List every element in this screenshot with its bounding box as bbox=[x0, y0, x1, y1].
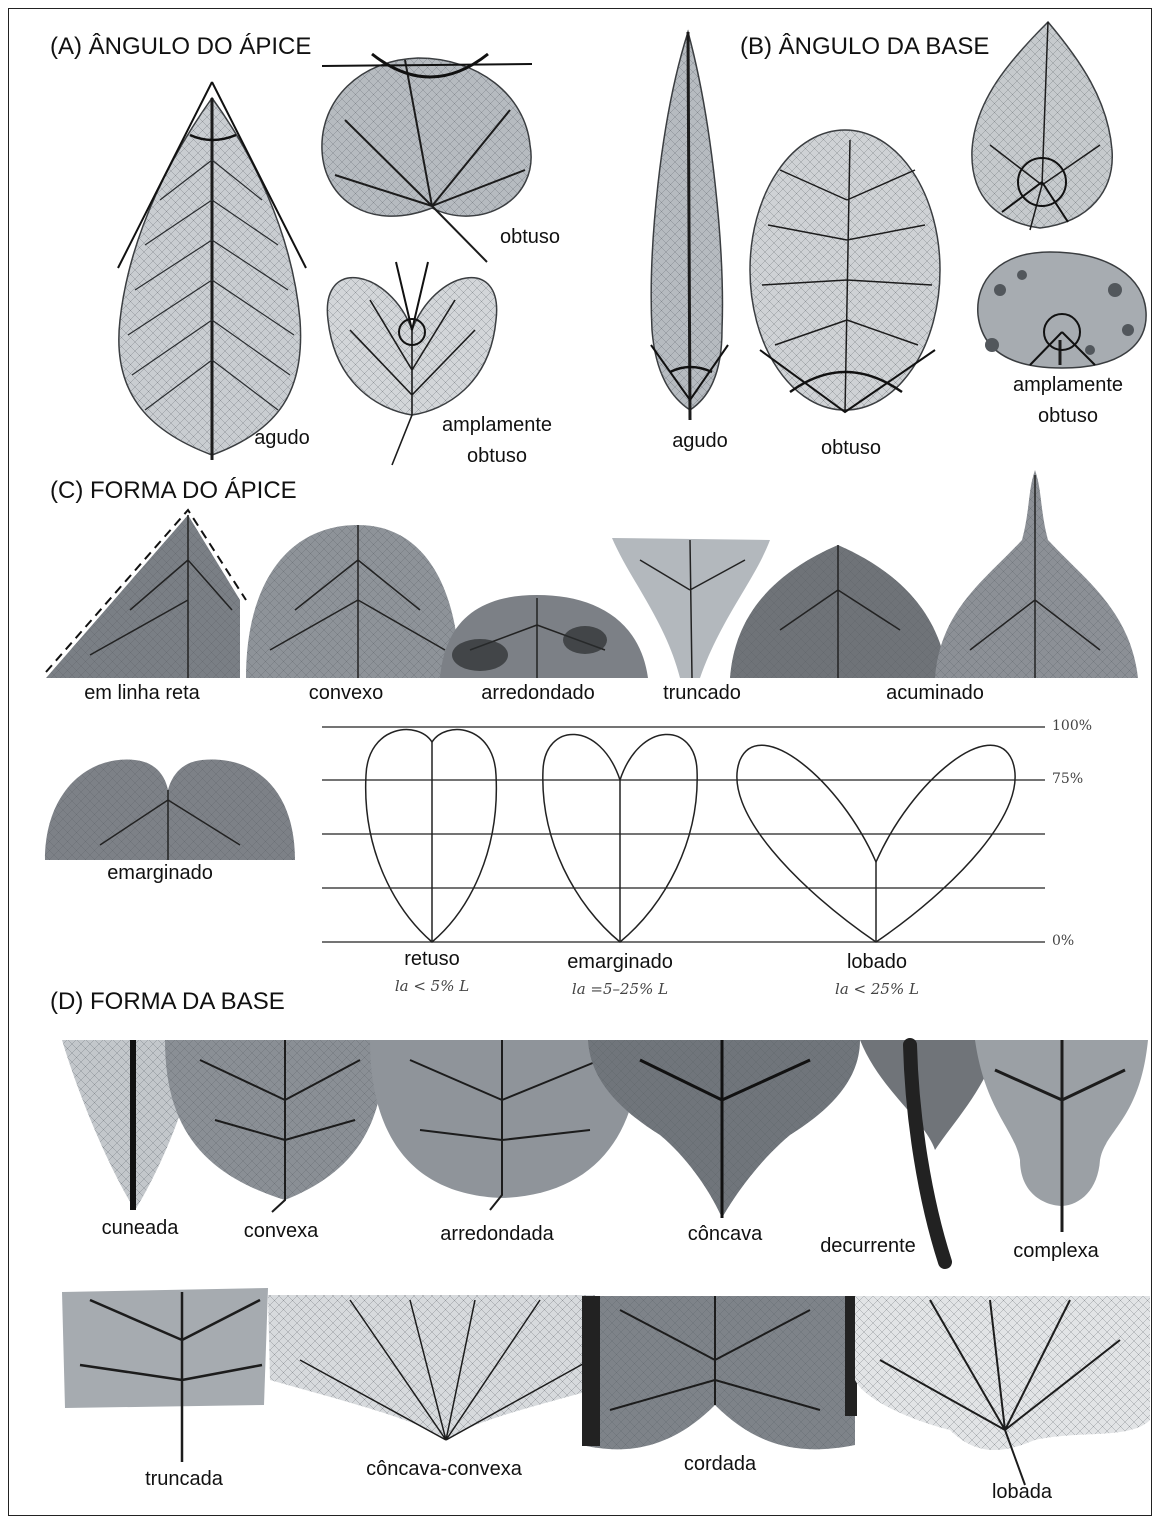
panel-d-row2 bbox=[62, 1288, 1150, 1485]
label-d-complexa: complexa bbox=[1013, 1236, 1099, 1266]
scheme-retuso-formula: la < 5% L bbox=[395, 977, 469, 995]
leaf-d-complexa bbox=[975, 1040, 1148, 1232]
scheme-emarginado-formula: la =5–25% L bbox=[572, 980, 668, 998]
scheme-lobado-name: lobado bbox=[847, 947, 907, 977]
panel-b-title: (B) ÂNGULO DA BASE bbox=[740, 33, 989, 61]
leaf-c-emarginado-photo bbox=[45, 760, 295, 860]
leaf-c-acuminado-2 bbox=[935, 470, 1138, 678]
leaf-a-agudo bbox=[118, 82, 306, 460]
label-c-acuminado: acuminado bbox=[886, 678, 984, 708]
label-d-cuneada: cuneada bbox=[102, 1213, 179, 1243]
label-c-emarginado-photo: emarginado bbox=[107, 858, 213, 888]
leaf-c-arredondado bbox=[440, 595, 648, 678]
scheme-retuso-name: retuso bbox=[404, 944, 460, 974]
label-d-lobada: lobada bbox=[992, 1477, 1052, 1507]
label-a-obtuso: obtuso bbox=[500, 222, 560, 252]
leaf-c-acuminado-1 bbox=[730, 545, 948, 678]
leaf-c-convexo bbox=[246, 525, 460, 678]
label-a-amplamente: amplamente bbox=[442, 410, 552, 440]
scheme-emarginado-name: emarginado bbox=[567, 947, 673, 977]
label-c-reta: em linha reta bbox=[84, 678, 200, 708]
label-c-truncado: truncado bbox=[663, 678, 741, 708]
panel-a-title: (A) ÂNGULO DO ÁPICE bbox=[50, 33, 311, 61]
label-b-obtuso: obtuso bbox=[821, 433, 881, 463]
leaf-b-amplamente bbox=[978, 252, 1146, 368]
leaf-b-agudo-small bbox=[972, 22, 1112, 230]
panel-d-title: (D) FORMA DA BASE bbox=[50, 988, 285, 1016]
leaf-c-reta bbox=[46, 510, 246, 678]
label-a-agudo: agudo bbox=[254, 423, 310, 453]
label-c-convexo: convexo bbox=[309, 678, 384, 708]
panel-b-leaves bbox=[651, 22, 1146, 420]
leaf-d-concava-convexa bbox=[268, 1295, 595, 1440]
leaf-d-concava bbox=[588, 1040, 860, 1218]
scale-75: 75% bbox=[1052, 771, 1083, 787]
leaf-d-decurrente bbox=[860, 1040, 1000, 1262]
leaf-b-obtuso bbox=[750, 130, 940, 412]
panel-c-title: (C) FORMA DO ÁPICE bbox=[50, 477, 297, 505]
scale-0: 0% bbox=[1052, 933, 1074, 949]
apex-scheme-gridlines bbox=[322, 727, 1045, 942]
label-a-amplamente-obtuso: obtuso bbox=[467, 441, 527, 471]
label-d-decurrente: decurrente bbox=[820, 1231, 916, 1261]
leaf-b-agudo bbox=[651, 32, 728, 420]
label-d-concava-convexa: côncava-convexa bbox=[366, 1454, 522, 1484]
scale-100: 100% bbox=[1052, 718, 1092, 734]
leaf-d-convexa bbox=[165, 1040, 385, 1212]
label-b-agudo: agudo bbox=[672, 426, 728, 456]
panel-d-row1 bbox=[62, 1040, 1148, 1262]
label-b-amplamente-obtuso: obtuso bbox=[1038, 401, 1098, 431]
label-c-arredondado: arredondado bbox=[481, 678, 594, 708]
label-d-truncada: truncada bbox=[145, 1464, 223, 1494]
label-d-cordada: cordada bbox=[684, 1449, 756, 1479]
leaf-d-cordada bbox=[582, 1296, 857, 1449]
label-d-convexa: convexa bbox=[244, 1216, 319, 1246]
apex-scheme-outlines bbox=[366, 730, 1015, 942]
panel-a-leaves bbox=[118, 54, 532, 465]
leaf-d-lobada bbox=[855, 1296, 1150, 1485]
scheme-lobado-formula: la < 25% L bbox=[835, 980, 919, 998]
label-d-concava: côncava bbox=[688, 1219, 763, 1249]
label-b-amplamente: amplamente bbox=[1013, 370, 1123, 400]
leaf-d-truncada bbox=[62, 1288, 268, 1462]
label-d-arredondada: arredondada bbox=[440, 1219, 553, 1249]
